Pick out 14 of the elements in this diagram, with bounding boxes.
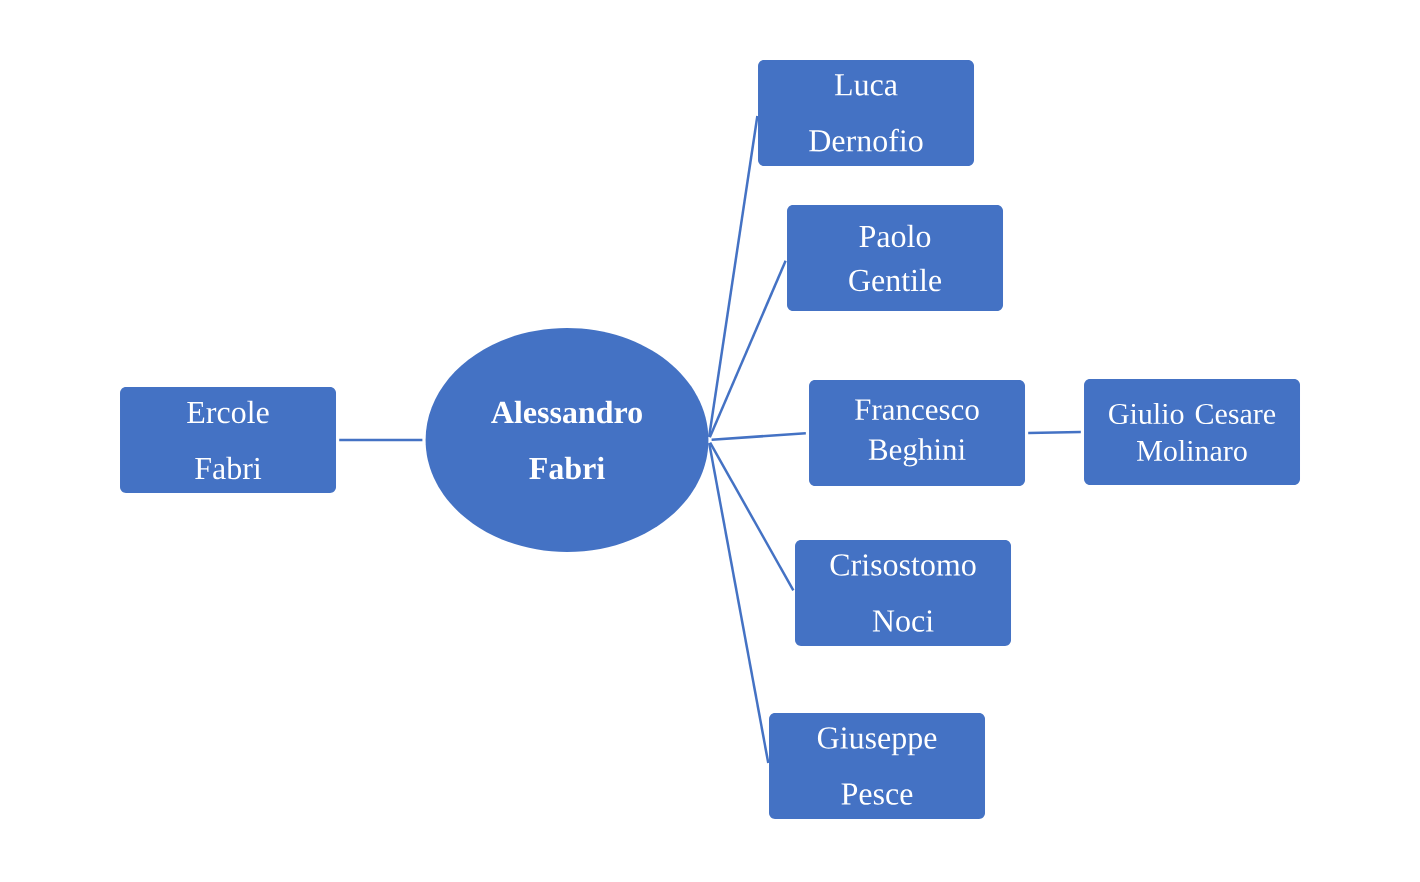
connector-line (707, 115, 759, 438)
connector-line (339, 438, 423, 442)
name-box: Ercole Fabri (120, 387, 336, 493)
name-box: Paolo Gentile (787, 205, 1003, 311)
connector-line (708, 260, 787, 438)
name-box: Luca Dernofio (758, 60, 974, 166)
name-box: Crisostomo Noci (795, 540, 1011, 646)
connector-line (1028, 430, 1081, 435)
connector-line (709, 442, 795, 591)
name-box: Giuseppe Pesce (769, 713, 985, 819)
name-box: Giulio Cesare Molinaro (1084, 379, 1300, 485)
name-box: Francesco Beghini (809, 380, 1025, 486)
connector-line (711, 431, 806, 442)
connector-line (707, 442, 770, 764)
